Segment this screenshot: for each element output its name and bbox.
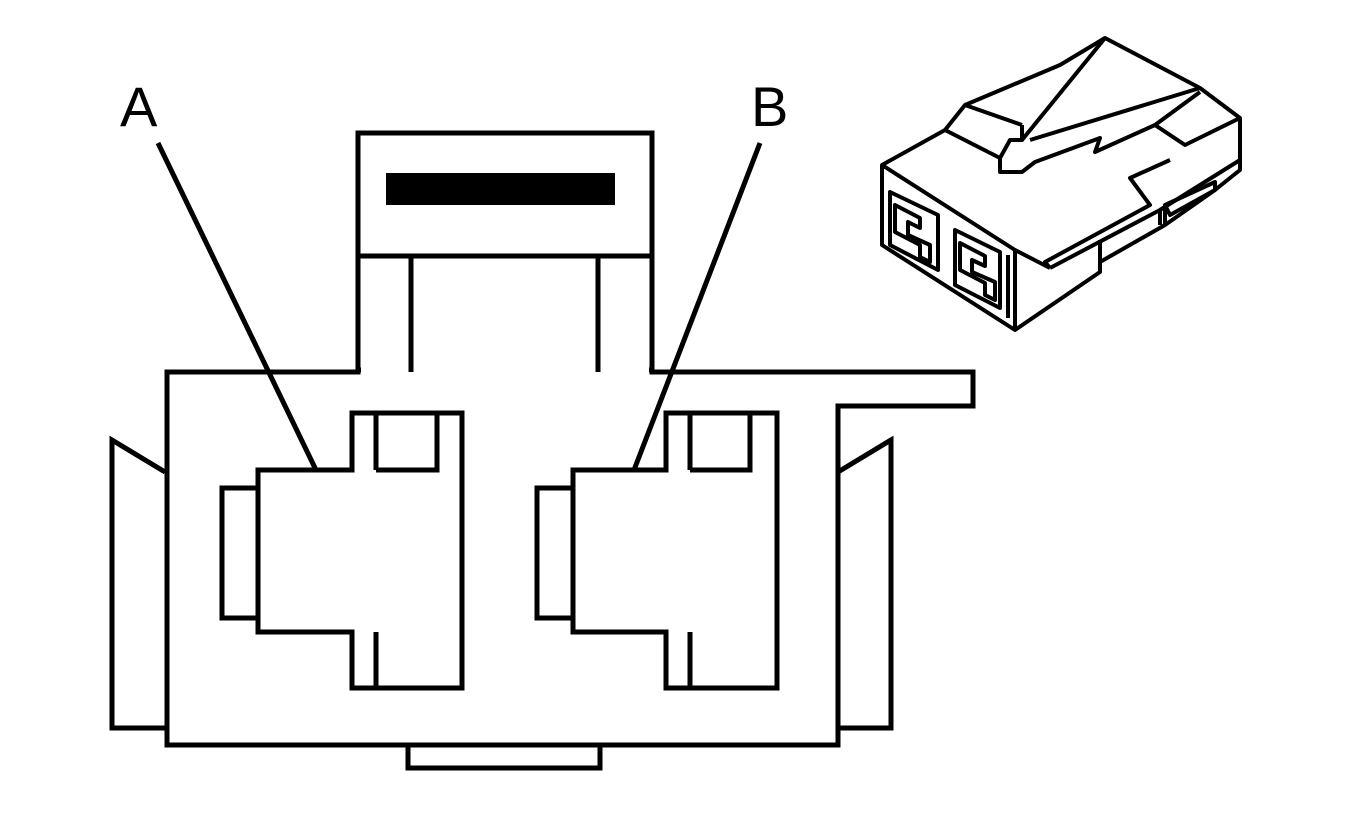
connector-isometric-view [880,36,1242,332]
terminal-cavity-a [219,410,465,691]
tab-slot [386,173,615,205]
callout-leader-a [155,141,319,472]
callout-label-b: B [751,75,788,138]
locking-tab [355,130,655,373]
right-latch-wing [836,435,894,731]
callout-leader-b [631,142,763,471]
connector-face-view [109,130,976,771]
connector-housing [164,367,976,771]
left-latch-wing [109,435,167,731]
callout-label-a: A [120,75,158,138]
